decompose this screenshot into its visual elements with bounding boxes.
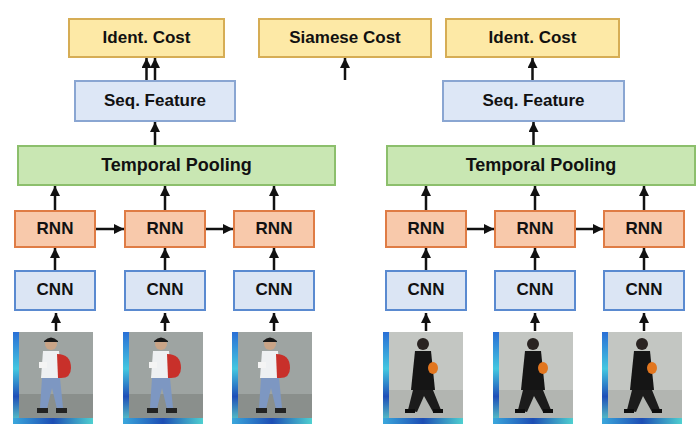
connector-arrow (164, 248, 167, 270)
pedestrian-frame (383, 332, 463, 424)
connector-arrow (154, 122, 157, 145)
connector-arrow (273, 186, 276, 210)
box-label: Ident. Cost (489, 29, 577, 48)
connector-arrow (643, 248, 646, 270)
pedestrian-frame (232, 332, 312, 424)
box-label: RNN (147, 220, 184, 239)
box-label: Temporal Pooling (466, 156, 617, 176)
connector-arrow (164, 186, 167, 210)
box-label: Ident. Cost (103, 29, 191, 48)
cost-box: Ident. Cost (445, 18, 620, 58)
connector-arrow (206, 228, 233, 231)
box-label: RNN (517, 220, 554, 239)
box-label: CNN (37, 281, 74, 300)
connector-arrow (425, 186, 428, 210)
box-label: RNN (408, 220, 445, 239)
box-label: CNN (256, 281, 293, 300)
connector-arrow (467, 228, 494, 231)
pooling-box: Temporal Pooling (386, 145, 696, 186)
connector-arrow (96, 228, 124, 231)
cost-box: Siamese Cost (258, 18, 432, 58)
box-label: Temporal Pooling (101, 156, 252, 176)
cnn-box: CNN (233, 270, 315, 311)
connector-arrow (643, 186, 646, 210)
connector-arrow (531, 58, 534, 80)
connector-arrow (534, 186, 537, 210)
cnn-box: CNN (494, 270, 576, 311)
box-label: CNN (147, 281, 184, 300)
input-arrow (425, 313, 428, 331)
rnn-box: RNN (385, 210, 467, 248)
feature-box: Seq. Feature (442, 80, 625, 122)
connector-arrow (425, 248, 428, 270)
connector-arrow (54, 248, 57, 270)
cost-box: Ident. Cost (68, 18, 225, 58)
input-arrow (164, 313, 167, 331)
rnn-box: RNN (233, 210, 315, 248)
feature-box: Seq. Feature (74, 80, 236, 122)
box-label: Seq. Feature (104, 92, 206, 111)
cnn-box: CNN (14, 270, 96, 311)
box-label: Seq. Feature (482, 92, 584, 111)
connector-arrow (54, 186, 57, 210)
connector-arrow (576, 228, 603, 231)
input-arrow (273, 313, 276, 331)
box-label: CNN (408, 281, 445, 300)
pedestrian-frame (493, 332, 573, 424)
cnn-box: CNN (603, 270, 685, 311)
pooling-box: Temporal Pooling (17, 145, 336, 186)
connector-arrow (344, 58, 347, 80)
box-label: RNN (256, 220, 293, 239)
connector-arrow (534, 248, 537, 270)
pedestrian-frame (13, 332, 93, 424)
connector-arrow (154, 58, 157, 80)
pedestrian-frame (602, 332, 682, 424)
input-arrow (643, 313, 646, 331)
box-label: CNN (626, 281, 663, 300)
pedestrian-frame (123, 332, 203, 424)
rnn-box: RNN (124, 210, 206, 248)
connector-arrow (145, 58, 148, 80)
rnn-box: RNN (603, 210, 685, 248)
box-label: Siamese Cost (289, 29, 401, 48)
cnn-box: CNN (385, 270, 467, 311)
box-label: RNN (626, 220, 663, 239)
box-label: CNN (517, 281, 554, 300)
input-arrow (55, 313, 58, 331)
connector-arrow (532, 122, 535, 145)
cnn-box: CNN (124, 270, 206, 311)
rnn-box: RNN (494, 210, 576, 248)
input-arrow (534, 313, 537, 331)
rnn-box: RNN (14, 210, 96, 248)
box-label: RNN (37, 220, 74, 239)
connector-arrow (273, 248, 276, 270)
